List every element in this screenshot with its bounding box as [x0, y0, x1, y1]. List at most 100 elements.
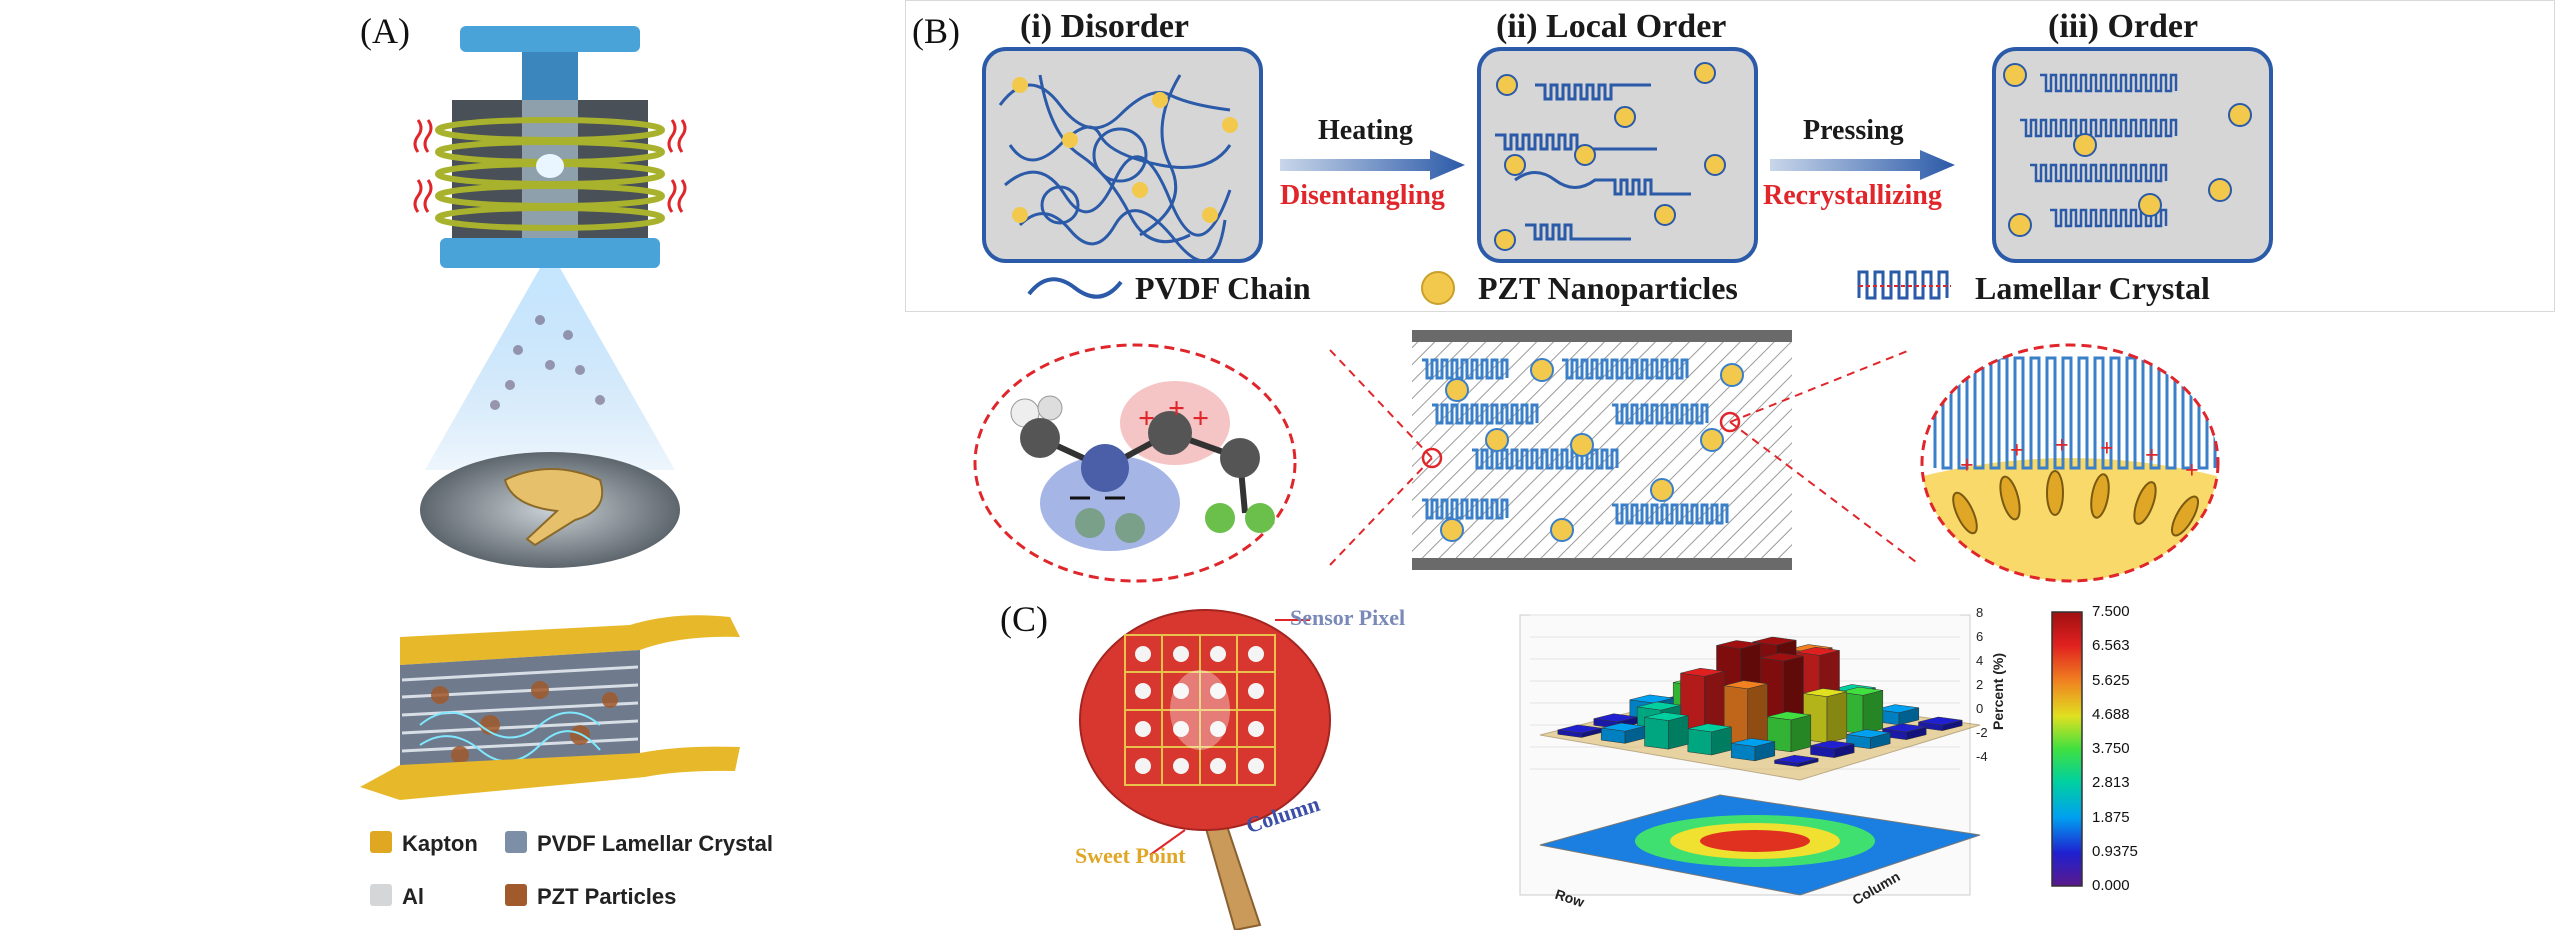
- bar-top: [1846, 729, 1891, 738]
- bar-top: [1644, 712, 1689, 721]
- z-tick-label: 6: [1976, 629, 1983, 644]
- legend-al-label: Al: [402, 884, 424, 909]
- bar: [1600, 722, 1646, 744]
- arrow-heating-label: Heating: [1318, 115, 1413, 146]
- legend-pvdf-swatch: [505, 831, 527, 853]
- bar-top: [1839, 686, 1883, 696]
- stage-local-order-box: [1477, 47, 1758, 263]
- stage-disorder-box: [982, 47, 1263, 263]
- zoom-connector-lines: [1329, 349, 1921, 566]
- bar-face: [1644, 717, 1669, 750]
- colorbar-tick: 0.9375: [2092, 842, 2138, 860]
- arrow-disentangling-label: Disentangling: [1280, 180, 1445, 211]
- panel-label-a: (A): [360, 11, 410, 51]
- legend-chain-label: PVDF Chain: [1135, 270, 1311, 306]
- sweet-point-label: Sweet Point: [1075, 843, 1186, 868]
- stage-title-local-order: (ii) Local Order: [1496, 8, 1727, 45]
- colorbar-tick: 5.625: [2092, 671, 2130, 689]
- layered-film-illustration: [360, 615, 740, 800]
- svg-text:+: +: [2185, 458, 2199, 484]
- bar-top: [1759, 652, 1804, 662]
- bar-top: [1716, 640, 1761, 649]
- bar-top: [1803, 688, 1847, 697]
- bar-top: [1767, 711, 1811, 721]
- bar: [1687, 723, 1732, 756]
- legend-kapton-label: Kapton: [402, 831, 478, 856]
- z-axis-label: Percent (%): [1990, 652, 2006, 730]
- bar-face: [1790, 714, 1812, 753]
- legend-lamellar-icon: [1857, 270, 1951, 300]
- bar-top: [1918, 716, 1963, 726]
- legend-al-swatch: [370, 884, 392, 906]
- bar-face: [1668, 715, 1689, 750]
- legend-nanoparticles-label: PZT Nanoparticles: [1478, 270, 1738, 306]
- svg-text:+: +: [2010, 438, 2024, 464]
- legend-pvdf-label: PVDF Lamellar Crystal: [537, 831, 773, 856]
- colorbar-tick: 7.500: [2092, 603, 2130, 620]
- legend-pzt-label: PZT Particles: [537, 884, 677, 909]
- bar-top: [1680, 667, 1725, 677]
- bar-face: [1687, 728, 1712, 756]
- bar: [1774, 754, 1819, 767]
- svg-text:+: +: [2100, 436, 2114, 462]
- panel-label-c: (C): [1000, 599, 1048, 639]
- panel-label-b: (B): [912, 11, 960, 51]
- colorbar-tick: 6.563: [2092, 637, 2130, 655]
- colorbar-tick: 4.688: [2092, 705, 2130, 723]
- bar-top: [1557, 724, 1602, 734]
- z-tick-label: -2: [1976, 725, 1988, 740]
- bar-top: [1593, 713, 1638, 723]
- press-illustration: [413, 26, 687, 568]
- legend-pzt-swatch: [505, 884, 527, 906]
- bar: [1557, 724, 1602, 738]
- bar-top: [1601, 722, 1645, 732]
- colorbar-tick: 0.000: [2092, 877, 2130, 894]
- contour-band: [1700, 830, 1810, 852]
- legend-lamellar-label: Lamellar Crystal: [1975, 270, 2210, 306]
- z-tick-label: 0: [1976, 701, 1983, 716]
- colorbar-tick: 2.813: [2092, 774, 2130, 792]
- interface-zoom-ellipse: +++ +++: [1920, 343, 2220, 583]
- colorbar-tick: 1.875: [2092, 808, 2130, 826]
- bar: [1918, 716, 1963, 731]
- bar-top: [1882, 723, 1927, 733]
- z-tick-label: -4: [1976, 749, 1988, 764]
- svg-text:+: +: [1138, 402, 1155, 435]
- arrow-recrystallizing-label: Recrystallizing: [1763, 180, 1942, 211]
- bar-face: [1747, 683, 1768, 747]
- bar-top: [1637, 701, 1681, 711]
- colorbar: [2051, 611, 2083, 887]
- svg-text:+: +: [1168, 392, 1185, 425]
- bar: [1882, 723, 1927, 740]
- composite-cross-section: [1412, 330, 1792, 570]
- bar-top: [1810, 740, 1855, 750]
- stage-title-disorder: (i) Disorder: [1020, 8, 1190, 45]
- bar: [1810, 740, 1855, 758]
- stage-order-box: [1992, 47, 2273, 263]
- z-tick-label: 8: [1976, 605, 1983, 620]
- legend-nanoparticle-icon: [1421, 271, 1455, 305]
- z-tick-label: 2: [1976, 677, 1983, 692]
- molecule-zoom-ellipse: +++: [973, 343, 1297, 583]
- bar-face: [1826, 691, 1848, 744]
- bar-face: [1862, 690, 1884, 735]
- bar3d-chart: 8 6 4 2 0 -2 -4: [1519, 605, 1988, 896]
- svg-text:+: +: [1960, 453, 1974, 479]
- legend-kapton-swatch: [370, 831, 392, 853]
- bar: [1644, 712, 1689, 750]
- bar-top: [1687, 723, 1732, 733]
- arrow-pressing-label: Pressing: [1803, 115, 1904, 146]
- sensor-pixel-label: Sensor Pixel: [1290, 605, 1406, 630]
- z-tick-label: 4: [1976, 653, 1983, 668]
- stage-title-order: (iii) Order: [2048, 8, 2199, 45]
- bar-top: [1795, 646, 1840, 656]
- colorbar-tick: 3.750: [2092, 740, 2130, 757]
- bar-top: [1774, 754, 1819, 764]
- arrow-heating: [1280, 150, 1465, 180]
- arrow-pressing: [1770, 150, 1955, 180]
- svg-text:+: +: [2055, 433, 2069, 459]
- panel-b-frame: [905, 0, 2555, 312]
- bar-top: [1723, 680, 1768, 690]
- bar-top: [1752, 636, 1797, 646]
- bar-top: [1731, 738, 1775, 747]
